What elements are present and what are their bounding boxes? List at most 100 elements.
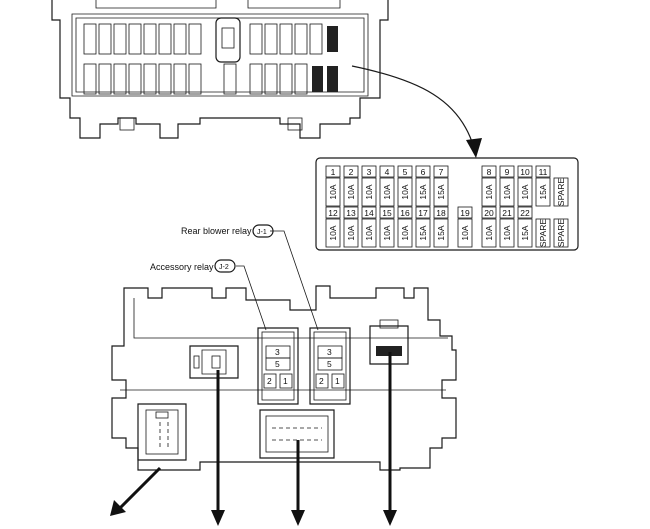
fuse-amperage: SPARE [556, 219, 566, 248]
fuse-cell-1: 1 10A [325, 165, 341, 207]
fuse-amperage: 10A [460, 225, 470, 240]
bottom-arrows [110, 352, 397, 526]
fuse-amperage: 10A [502, 225, 512, 240]
lower-fuse-row [83, 63, 338, 95]
fuse-cell-17: 17 15A [415, 206, 431, 248]
fuse-number: 20 [484, 208, 494, 218]
fuse-cell-14: 14 10A [361, 206, 377, 248]
fuse-cell-12: 12 10A [325, 206, 341, 248]
fuse-number: 14 [364, 208, 374, 218]
fuse-number: 12 [328, 208, 338, 218]
j1-pin-1: 1 [335, 376, 340, 386]
accessory-relay-code: J-2 [219, 264, 229, 271]
right-connector [369, 319, 409, 365]
fuse-cell-7: 7 15A [433, 165, 449, 207]
fuse-amperage: 10A [382, 184, 392, 199]
rear-blower-relay-code: J-1 [257, 229, 267, 236]
fuse-cell-11: 11 15A [535, 165, 551, 207]
fuse-amperage: SPARE [556, 178, 566, 207]
j2-relay: 3 5 2 1 [257, 327, 299, 405]
fuse-cell-spare-row1-11: SPARE [553, 178, 569, 207]
fuse-number: 3 [367, 167, 372, 177]
fuse-number: 2 [349, 167, 354, 177]
fuse-amperage: 10A [328, 184, 338, 199]
fuse-amperage: 10A [328, 225, 338, 240]
fuse-cell-4: 4 10A [379, 165, 395, 207]
fuse-cell-13: 13 10A [343, 206, 359, 248]
fuse-number: 18 [436, 208, 446, 218]
fuse-cell-8: 8 10A [481, 165, 497, 207]
fuse-table-arrow [351, 65, 475, 149]
fuse-amperage: 10A [400, 225, 410, 240]
fuse-block-housing [51, 0, 389, 139]
j2-pin-5: 5 [275, 359, 280, 369]
fuse-number: 7 [439, 167, 444, 177]
center-connector [215, 17, 241, 63]
fuse-amperage: 10A [484, 184, 494, 199]
fuse-number: 1 [331, 167, 336, 177]
accessory-relay-label: Accessory relay [150, 262, 214, 272]
fuse-amperage: 15A [538, 184, 548, 199]
fuse-amperage: 10A [364, 225, 374, 240]
fuse-number: 17 [418, 208, 428, 218]
fuse-amperage: 10A [364, 184, 374, 199]
fuse-number: 13 [346, 208, 356, 218]
fuse-amperage: 10A [520, 184, 530, 199]
fuse-number: 11 [539, 167, 548, 177]
j1-pin-5: 5 [327, 359, 332, 369]
fuse-amperage: 15A [418, 225, 428, 240]
j2-pin-1: 1 [283, 376, 288, 386]
fuse-table: 110A210A310A410A510A615A715A810A910A1010… [315, 157, 579, 251]
fuse-cell-spare-row2-12: SPARE [553, 219, 569, 248]
fuse-amperage: SPARE [538, 219, 548, 248]
j1-pin-3: 3 [327, 347, 332, 357]
fuse-number: 8 [487, 167, 492, 177]
fuse-number: 15 [382, 208, 392, 218]
fuse-cell-16: 16 10A [397, 206, 413, 248]
fuse-cell-20: 20 10A [481, 206, 497, 248]
j2-pin-2: 2 [267, 376, 272, 386]
rear-blower-relay-label: Rear blower relay [181, 226, 252, 236]
fuse-cell-19: 19 10A [457, 206, 473, 248]
fuse-cell-2: 2 10A [343, 165, 359, 207]
upper-fuse-row [83, 23, 338, 55]
fuse-number: 19 [460, 208, 470, 218]
j1-relay: 3 5 2 1 [309, 327, 351, 405]
left-bottom-connector [137, 403, 187, 461]
fuse-amperage: 15A [436, 184, 446, 199]
fuse-number: 22 [520, 208, 530, 218]
fuse-cell-5: 5 10A [397, 165, 413, 207]
fuse-cell-6: 6 15A [415, 165, 431, 207]
fuse-cell-22: 22 15A [517, 206, 533, 248]
fuse-cell-spare-row2-11: SPARE [535, 219, 551, 248]
fuse-amperage: 10A [346, 184, 356, 199]
fuse-amperage: 15A [418, 184, 428, 199]
fuse-amperage: 10A [484, 225, 494, 240]
fuse-number: 9 [505, 167, 510, 177]
accessory-relay-socket [189, 345, 239, 379]
fuse-amperage: 15A [436, 225, 446, 240]
fuse-cell-10: 10 10A [517, 165, 533, 207]
fuse-amperage: 10A [502, 184, 512, 199]
fuse-amperage: 10A [346, 225, 356, 240]
fuse-cell-9: 9 10A [499, 165, 515, 207]
fuse-cell-15: 15 10A [379, 206, 395, 248]
fuse-cell-21: 21 10A [499, 206, 515, 248]
fuse-table-arrow-head [466, 138, 482, 158]
fuse-cell-3: 3 10A [361, 165, 377, 207]
fuse-number: 16 [400, 208, 410, 218]
fuse-number: 6 [421, 167, 426, 177]
fuse-amperage: 10A [382, 225, 392, 240]
relay-housing [111, 285, 457, 471]
j2-pin-3: 3 [275, 347, 280, 357]
fuse-number: 10 [520, 167, 530, 177]
fuse-amperage: 15A [520, 225, 530, 240]
fuse-cell-18: 18 15A [433, 206, 449, 248]
fuse-number: 4 [385, 167, 390, 177]
j1-pin-2: 2 [319, 376, 324, 386]
fuse-number: 21 [502, 208, 512, 218]
fuse-amperage: 10A [400, 184, 410, 199]
rear-blower-relay-callout: Rear blower relay J-1 [181, 224, 319, 331]
fuse-number: 5 [403, 167, 408, 177]
